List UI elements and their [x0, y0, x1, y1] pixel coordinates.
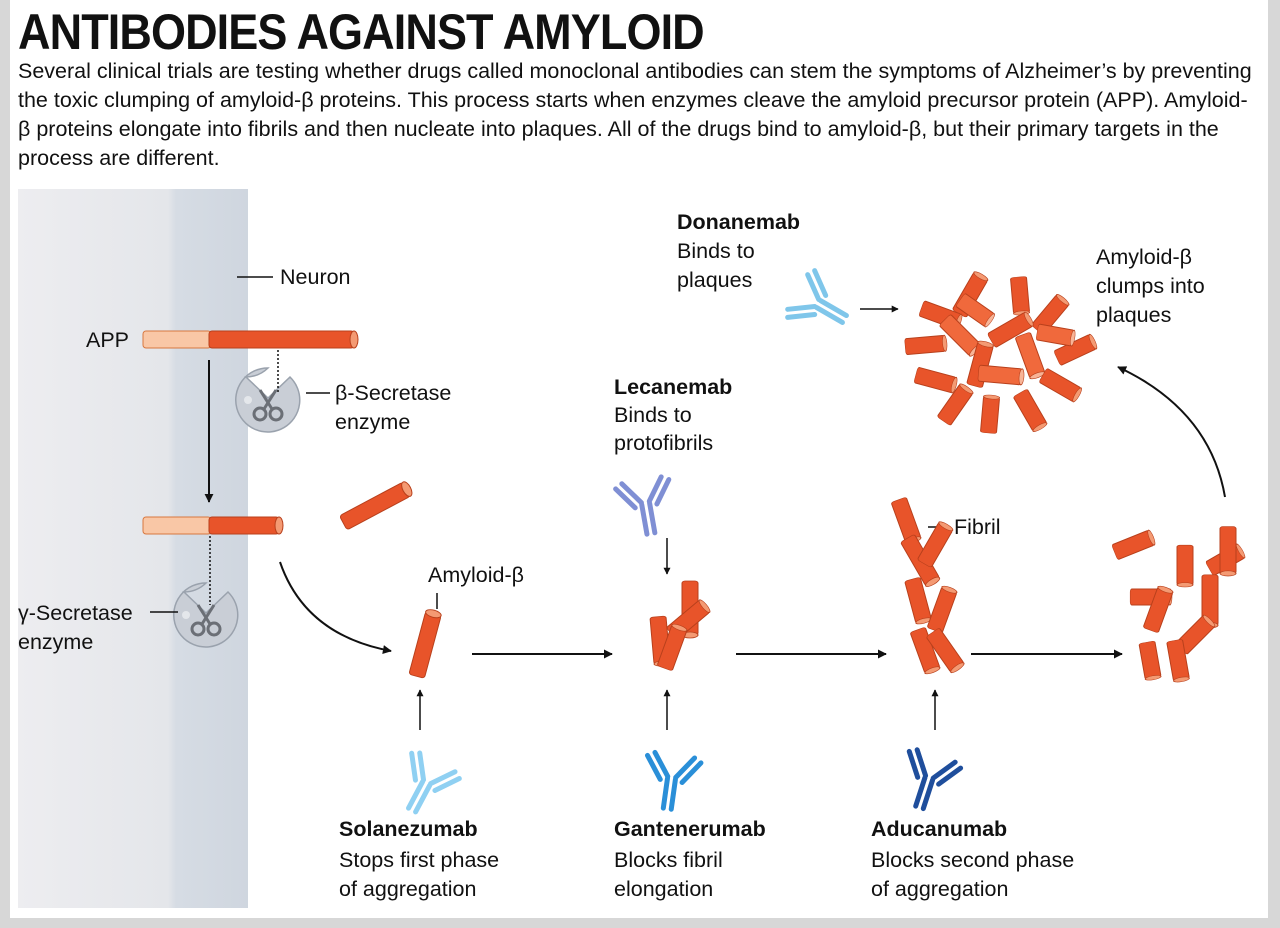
amyloid-beta-label: Amyloid-β	[428, 563, 524, 587]
beta-secretase-icon	[234, 366, 302, 434]
plaques-label-2: clumps into	[1096, 274, 1205, 298]
fibril-label: Fibril	[954, 515, 1001, 539]
solanezumab-antibody-icon	[388, 750, 461, 823]
lecanemab-desc-1: Binds to	[614, 403, 692, 427]
gamma-secretase-label-2: enzyme	[18, 630, 94, 654]
aducanumab-antibody-icon	[894, 748, 962, 816]
donanemab-antibody-icon	[784, 269, 858, 343]
aducanumab-desc-2: of aggregation	[871, 877, 1009, 901]
aducanumab-name: Aducanumab	[871, 817, 1008, 841]
donanemab-name: Donanemab	[677, 210, 801, 234]
lecanemab-desc-2: protofibrils	[614, 431, 714, 455]
app-label: APP	[86, 328, 130, 352]
free-amyloid-rod	[338, 479, 415, 531]
fibril-bundle	[1111, 526, 1247, 684]
gantenerumab-antibody-icon	[641, 751, 702, 812]
app-cleaved	[142, 516, 284, 535]
protofibril	[649, 580, 712, 672]
neuron-label: Neuron	[280, 265, 351, 289]
aducanumab-desc-1: Blocks second phase	[871, 848, 1075, 872]
app-protein	[142, 330, 359, 349]
solanezumab-desc-1: Stops first phase	[339, 848, 500, 872]
gamma-secretase-label: γ-Secretase	[18, 601, 133, 625]
beta-secretase-label: β-Secretase	[335, 381, 452, 405]
plaques-label: Amyloid-β	[1096, 245, 1192, 269]
donanemab-desc-1: Binds to	[677, 239, 755, 263]
amyloid-plaque	[904, 269, 1099, 435]
donanemab-desc-2: plaques	[677, 268, 753, 292]
plaques-label-3: plaques	[1096, 303, 1172, 327]
gantenerumab-name: Gantenerumab	[614, 817, 766, 841]
solanezumab-desc-2: of aggregation	[339, 877, 477, 901]
beta-secretase-label-2: enzyme	[335, 410, 411, 434]
lecanemab-antibody-icon	[615, 476, 678, 539]
amyloid-beta-monomer	[408, 607, 443, 679]
gantenerumab-desc-2: elongation	[614, 877, 714, 901]
intro-paragraph: Several clinical trials are testing whet…	[18, 59, 1252, 170]
solanezumab-name: Solanezumab	[339, 817, 478, 841]
gantenerumab-desc-1: Blocks fibril	[614, 848, 723, 872]
lecanemab-name: Lecanemab	[614, 375, 733, 399]
gamma-secretase-icon	[172, 581, 240, 649]
figure-title: ANTIBODIES AGAINST AMYLOID	[18, 4, 705, 60]
